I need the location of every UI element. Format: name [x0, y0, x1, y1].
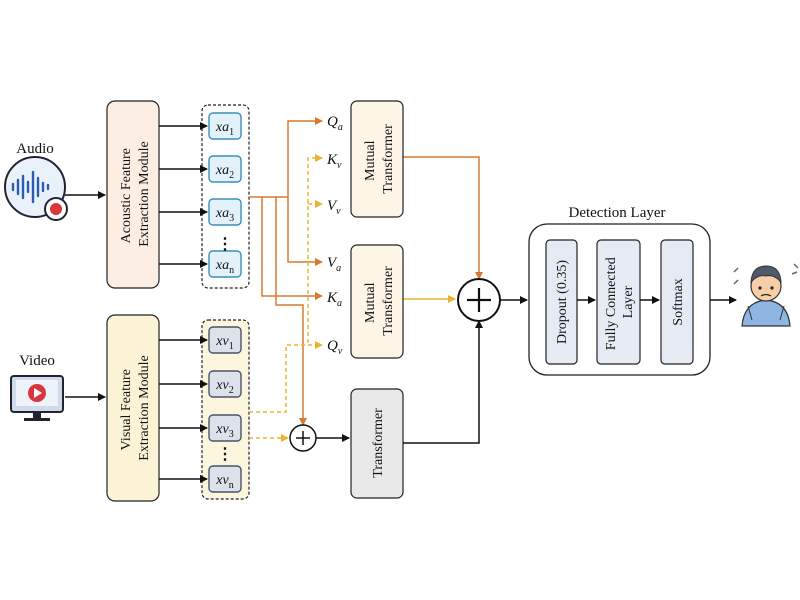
audio-feature-list: xa1 xa2 xa3 xan [208, 112, 242, 278]
video-attention-paths [249, 154, 456, 442]
audio-feature-box [208, 198, 242, 226]
video-feature-box [208, 414, 242, 442]
audio-attention-paths [249, 117, 483, 426]
video-feature-container [201, 319, 250, 500]
video-to-qv-arrow [249, 341, 323, 413]
fusion-add-node [289, 424, 317, 452]
video-feature-box [208, 465, 242, 493]
acoustic-module-line1: Acoustic Feature [119, 148, 134, 243]
video-label: Video [19, 353, 55, 369]
video-feature-label: xv2 [215, 378, 233, 396]
dropout-label: Dropout (0.35) [555, 260, 570, 344]
fc-line2: Layer [621, 285, 636, 318]
audio-feature-container [201, 104, 250, 289]
depressed-person-icon [733, 263, 799, 327]
visual-module-line1: Visual Feature [119, 369, 134, 450]
video-feature-label: xv1 [215, 334, 233, 352]
visual-module-line2: Extraction Module [137, 355, 152, 460]
video-feature-n: xvn [208, 465, 242, 493]
dropout-block: Dropout (0.35) [545, 239, 578, 365]
svg-text:Acoustic Feature Extract: Acoustic Feature Extraction Module [119, 141, 152, 246]
audio-feature-box [208, 112, 242, 140]
video-play-icon [10, 375, 64, 421]
video-feature-1: xv1 [208, 326, 242, 354]
audio-feature-box [208, 155, 242, 183]
video-feature-box [208, 370, 242, 398]
qv-label: Qv [327, 338, 343, 357]
mutual-top-line2: Transformer [381, 124, 396, 194]
sum-add-node [457, 278, 501, 322]
video-feature-box [208, 326, 242, 354]
audio-feature-1: xa1 [208, 112, 242, 140]
vv-label: Vv [327, 198, 341, 217]
audio-feature-box [208, 250, 242, 278]
mutual-top-line1: Mutual [363, 140, 378, 181]
audio-to-ka-arrow [261, 197, 323, 300]
audio-feature-label: xan [215, 258, 234, 276]
transformer-block: Transformer [350, 388, 404, 499]
audio-feature-2: xa2 [208, 155, 242, 183]
svg-text:Mutual Transformer: Mutual Transformer [363, 266, 396, 336]
video-feature-3: xv3 [208, 414, 242, 442]
mutual-bottom-line1: Mutual [363, 282, 378, 323]
visual-feature-extraction-module: Visual Feature Extraction Module [106, 314, 160, 502]
mutual-transformer-top: Mutual Transformer [350, 100, 404, 218]
acoustic-feature-extraction-module: Acoustic Feature Extraction Module [106, 100, 160, 289]
video-feature-list: xv1 xv2 xv3 xvn [208, 326, 242, 493]
audio-feature-label: xa3 [215, 206, 234, 224]
audio-feature-3: xa3 [208, 198, 242, 226]
audio-to-qa-arrow [249, 117, 323, 198]
acoustic-module-line2: Extraction Module [137, 141, 152, 246]
video-feature-label: xv3 [215, 422, 233, 440]
audio-to-fusion-arrow [275, 197, 307, 426]
qa-label: Qa [327, 114, 343, 133]
video-to-kv-arrow [307, 154, 323, 343]
module-to-feature-arrows [159, 122, 208, 483]
fully-connected-block: Fully Connected Layer [596, 239, 641, 365]
audio-label: Audio [16, 141, 54, 157]
audio-feature-label: xa2 [215, 163, 234, 181]
detection-layer-title: Detection Layer [568, 205, 665, 221]
va-label: Va [327, 255, 341, 274]
kv-label: Kv [326, 152, 342, 171]
video-feature-label: xvn [215, 473, 233, 491]
transformer-to-sum-arrow [403, 320, 483, 444]
audio-feature-n: xan [208, 250, 242, 278]
fc-line1: Fully Connected [604, 257, 619, 350]
mutual-bottom-line2: Transformer [381, 266, 396, 336]
svg-text:Fully Connected Layer: Fully Connected Layer [604, 254, 636, 350]
svg-text:Visual Feature Extractio: Visual Feature Extraction Module [119, 355, 152, 460]
video-feature-2: xv2 [208, 370, 242, 398]
svg-text:Mutual Transformer: Mutual Transformer [363, 124, 396, 194]
mutual-transformer-bottom: Mutual Transformer [350, 244, 404, 359]
ka-label: Ka [326, 290, 342, 309]
softmax-block: Softmax [660, 239, 694, 365]
transformer-label: Transformer [371, 408, 386, 478]
softmax-label: Softmax [671, 278, 686, 325]
audio-feature-ellipsis: ⋮ [217, 236, 233, 253]
video-feature-ellipsis: ⋮ [217, 446, 233, 463]
audio-to-va-arrow [287, 197, 323, 266]
record-icon [44, 197, 68, 221]
mutual-top-to-sum-arrow [403, 156, 483, 280]
audio-feature-label: xa1 [215, 120, 234, 138]
